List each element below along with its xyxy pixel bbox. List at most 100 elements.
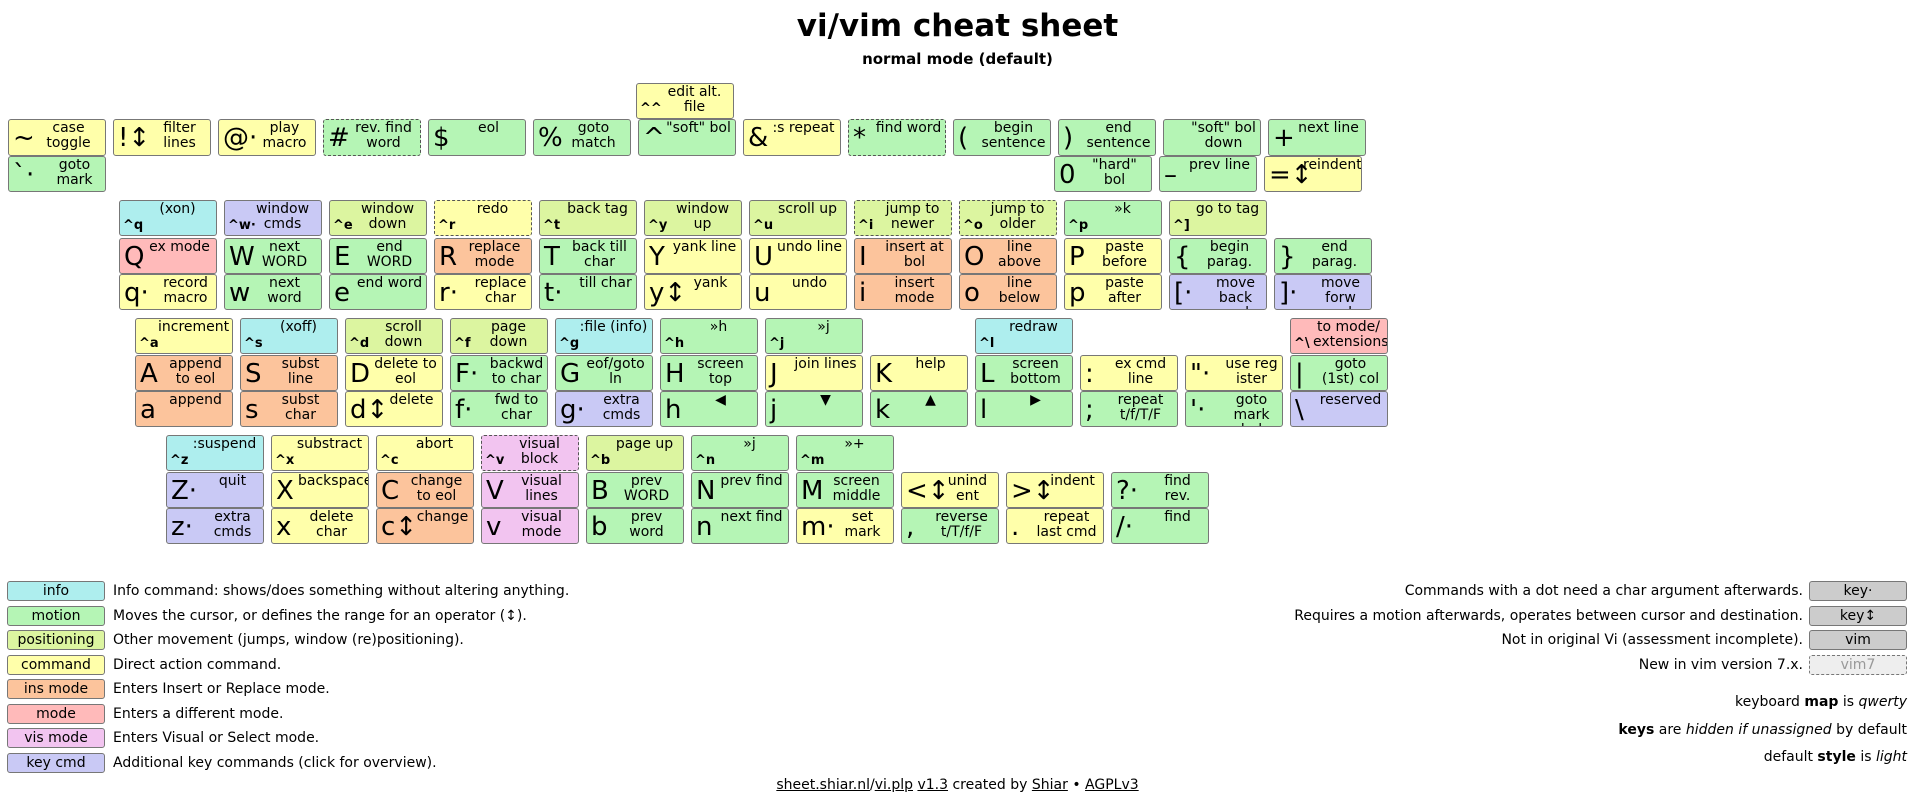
key-number-row-9[interactable]: (begin sentence xyxy=(953,119,1051,156)
key-lower-z-row-7[interactable]: ,reverse t/T/f/F xyxy=(901,508,999,544)
key-number-row-6[interactable]: ^"soft" bol xyxy=(638,119,736,156)
key-lower-z-row-9[interactable]: /·find xyxy=(1111,508,1209,544)
key-ctrl-a-row-5[interactable]: ^h»h xyxy=(660,318,758,354)
legend-badge-vis[interactable]: vis mode xyxy=(7,728,105,748)
key-ctrl-q-row-9[interactable]: ^p»k xyxy=(1064,200,1162,236)
setting-style[interactable]: default style is light xyxy=(1763,749,1907,765)
key-number-row-12[interactable]: +next line xyxy=(1268,119,1366,156)
key-upper-z-row-8[interactable]: >↕indent xyxy=(1006,472,1104,508)
key-number-row-7[interactable]: &:s repeat xyxy=(743,119,841,156)
key-number-row-1[interactable]: !↕filter lines xyxy=(113,119,211,156)
key-number-row-4[interactable]: $eol xyxy=(428,119,526,156)
key-number-row-lower-3[interactable]: =↕reindent xyxy=(1264,156,1362,192)
key-upper-a-row-3[interactable]: F·backwd to char xyxy=(450,355,548,391)
legend-badge-ins[interactable]: ins mode xyxy=(7,679,105,699)
key-lower-q-row-3[interactable]: r·replace char xyxy=(434,274,532,310)
key-number-row-3[interactable]: #rev. find word xyxy=(323,119,421,156)
key-number-row-0[interactable]: ~case toggle xyxy=(8,119,106,156)
key-ctrl-a-row-4[interactable]: ^g:file (info) xyxy=(555,318,653,354)
key-number-row-2[interactable]: @·play macro xyxy=(218,119,316,156)
key-lower-a-row-6[interactable]: j▼ xyxy=(765,391,863,427)
legend-badge-motion[interactable]: motion xyxy=(7,605,105,626)
key-upper-q-row-11[interactable]: }end parag. xyxy=(1274,238,1372,274)
key-lower-z-row-8[interactable]: .repeat last cmd xyxy=(1006,508,1104,544)
key-number-row-lower-0[interactable]: `·goto mark xyxy=(8,156,106,192)
key-ctrl-q-row-10[interactable]: ^]go to tag xyxy=(1169,200,1267,236)
site-link[interactable]: sheet.shiar.nl xyxy=(776,777,870,793)
key-ctrl-z-row-0[interactable]: ^z:suspend xyxy=(166,435,264,471)
key-lower-a-row-4[interactable]: g·extra cmds xyxy=(555,391,653,427)
option-badge[interactable]: vim7 xyxy=(1809,654,1907,675)
key-ctrl-q-row-0[interactable]: ^q(xon) xyxy=(119,200,217,236)
key-number-row-11[interactable]: "soft" bol down xyxy=(1163,119,1261,156)
key-lower-a-row-8[interactable]: l▶ xyxy=(975,391,1073,427)
key-number-row-lower-1[interactable]: 0"hard" bol xyxy=(1054,156,1152,192)
legend-badge-mode[interactable]: mode xyxy=(7,703,105,724)
key-lower-a-row-2[interactable]: d↕delete xyxy=(345,391,443,427)
key-lower-q-row-11[interactable]: ]·move forw ard xyxy=(1274,274,1372,310)
setting-keyboard-map[interactable]: keyboard map is qwerty xyxy=(1734,694,1907,710)
setting-keys[interactable]: keys are hidden if unassigned by default xyxy=(1618,722,1907,738)
key-upper-q-row-10[interactable]: {begin parag. xyxy=(1169,238,1267,274)
key-lower-q-row-10[interactable]: [·move back wards xyxy=(1169,274,1267,310)
option-badge[interactable]: key↕ xyxy=(1809,605,1907,626)
key-lower-a-row-5[interactable]: h◀ xyxy=(660,391,758,427)
key-number-row-8[interactable]: *find word xyxy=(848,119,946,156)
key-lower-z-row-2[interactable]: c↕change xyxy=(376,508,474,544)
option-badge[interactable]: vim xyxy=(1809,630,1907,650)
key-lower-q-row-0[interactable]: q·record macro xyxy=(119,274,217,310)
key-upper-z-row-0[interactable]: Z·quit xyxy=(166,472,264,508)
key-ctrl-a-row-11[interactable]: ^\to mode/ extensions xyxy=(1290,318,1388,354)
key-upper-z-row-9[interactable]: ?·find rev. xyxy=(1111,472,1209,508)
legend-badge-pos[interactable]: positioning xyxy=(7,630,105,650)
key-ctrl-q-row-1[interactable]: ^w·window cmds xyxy=(224,200,322,236)
key-lower-a-row-11[interactable]: \reserved xyxy=(1290,391,1388,427)
file-link[interactable]: vi.plp xyxy=(874,777,913,793)
option-badge[interactable]: key· xyxy=(1809,581,1907,601)
key-lower-q-row-4[interactable]: t·till char xyxy=(539,274,637,310)
key-caret-ctrl-0[interactable]: ^^edit alt. file xyxy=(636,83,734,119)
key-number-row-lower-2[interactable]: –prev line xyxy=(1159,156,1257,192)
key-lower-a-row-7[interactable]: k▲ xyxy=(870,391,968,427)
key-lower-a-row-9[interactable]: ;repeat t/f/T/F xyxy=(1080,391,1178,427)
key-lower-a-row-3[interactable]: f·fwd to char xyxy=(450,391,548,427)
key-upper-a-row-9[interactable]: :ex cmd line xyxy=(1080,355,1178,391)
key-ctrl-z-row-5[interactable]: ^n»j xyxy=(691,435,789,471)
